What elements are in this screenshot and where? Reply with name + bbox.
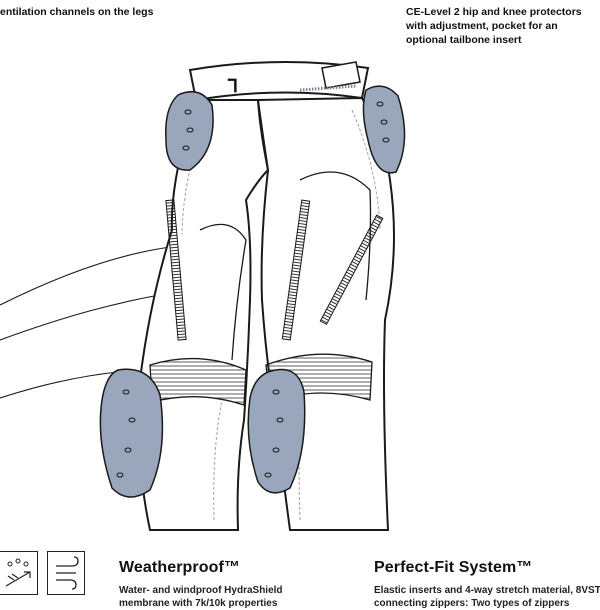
feature-title: Weatherproof™ [119, 559, 241, 576]
pocket-zipper [319, 214, 384, 326]
caption-protectors: CE-Level 2 hip and knee protectors with … [406, 6, 582, 46]
left-leg [137, 99, 270, 531]
knee-protector-right [247, 368, 306, 494]
water-drops-icon [5, 558, 31, 587]
leader-line [0, 244, 191, 306]
left-zipper [165, 199, 187, 341]
right-zipper [281, 199, 311, 341]
brand-logo: ꓶ [227, 76, 238, 96]
knee-protector-left [99, 368, 164, 498]
feature-icon-box [0, 551, 38, 595]
feature-icon-box [47, 551, 85, 595]
feature-title: Perfect-Fit System™ [374, 559, 533, 576]
leader-line [0, 371, 119, 399]
feature-description: Elastic inserts and 4-way stretch materi… [374, 585, 600, 609]
knee-insert-left [149, 357, 247, 406]
hip-protector-right [362, 85, 406, 174]
wind-icon [56, 556, 79, 590]
feature-perfect-fit: Perfect-Fit System™ Elastic inserts and … [374, 559, 600, 610]
belt-loop [321, 61, 361, 89]
hip-protector-left [165, 90, 214, 171]
feature-description: Water- and windproof HydraShield membran… [119, 585, 283, 609]
feature-weatherproof: Weatherproof™ Water- and windproof Hydra… [119, 559, 319, 610]
pants-illustration: ꓶ [0, 61, 406, 531]
caption-ventilation: entilation channels on the legs [0, 6, 154, 18]
